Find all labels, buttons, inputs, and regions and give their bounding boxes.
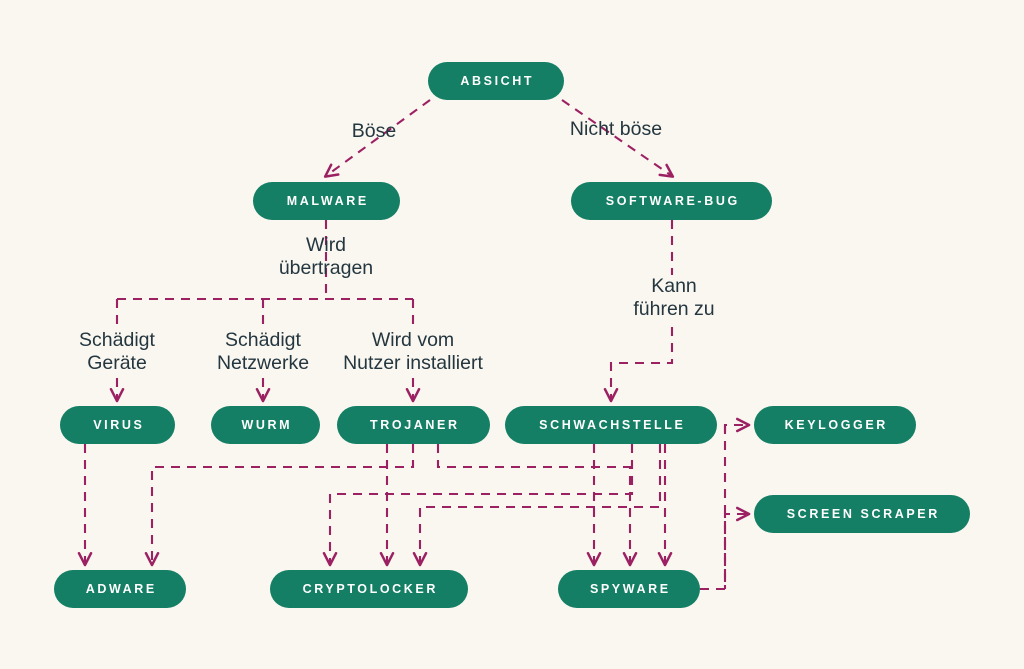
node-malware[interactable]: MALWARE bbox=[253, 182, 400, 220]
node-wurm[interactable]: WURM bbox=[211, 406, 320, 444]
edge-absicht-malware bbox=[323, 99, 431, 178]
node-schwachstelle[interactable]: SCHWACHSTELLE bbox=[505, 406, 717, 444]
edge-label-kann-fuehren-zu: Kann führen zu bbox=[633, 275, 715, 320]
edge-trojaner-adware bbox=[144, 444, 415, 567]
edge-schwachstelle-cryptolocker-b bbox=[412, 444, 662, 567]
edge-schwachstelle-keylogger bbox=[723, 417, 751, 433]
edge-softwarebug-schwachstelle-lower bbox=[603, 327, 674, 403]
edge-label-schaedigt-netzwerke: Schädigt Netzwerke bbox=[216, 329, 310, 374]
node-keylogger[interactable]: KEYLOGGER bbox=[754, 406, 916, 444]
node-screen-scraper[interactable]: SCREEN SCRAPER bbox=[754, 495, 970, 533]
edge-absicht-softwarebug bbox=[561, 99, 675, 178]
edge-trojaner-spyware bbox=[436, 444, 638, 567]
node-trojaner[interactable]: TROJANER bbox=[337, 406, 490, 444]
edge-label-schaedigt-geraete: Schädigt Geräte bbox=[79, 329, 155, 374]
edge-label-boese: Böse bbox=[351, 120, 397, 142]
node-adware[interactable]: ADWARE bbox=[54, 570, 186, 608]
node-cryptolocker[interactable]: CRYPTOLOCKER bbox=[270, 570, 468, 608]
edge-label-wird-uebertragen: Wird übertragen bbox=[278, 234, 374, 279]
edge-label-wird-vom-nutzer-installiert: Wird vom Nutzer installiert bbox=[343, 329, 483, 374]
edge-label-nicht-boese: Nicht böse bbox=[569, 118, 663, 140]
node-spyware[interactable]: SPYWARE bbox=[558, 570, 700, 608]
node-virus[interactable]: VIRUS bbox=[60, 406, 175, 444]
node-absicht[interactable]: ABSICHT bbox=[428, 62, 564, 100]
edge-schwachstelle-cryptolocker-a bbox=[322, 444, 634, 567]
node-software-bug[interactable]: SOFTWARE-BUG bbox=[571, 182, 772, 220]
